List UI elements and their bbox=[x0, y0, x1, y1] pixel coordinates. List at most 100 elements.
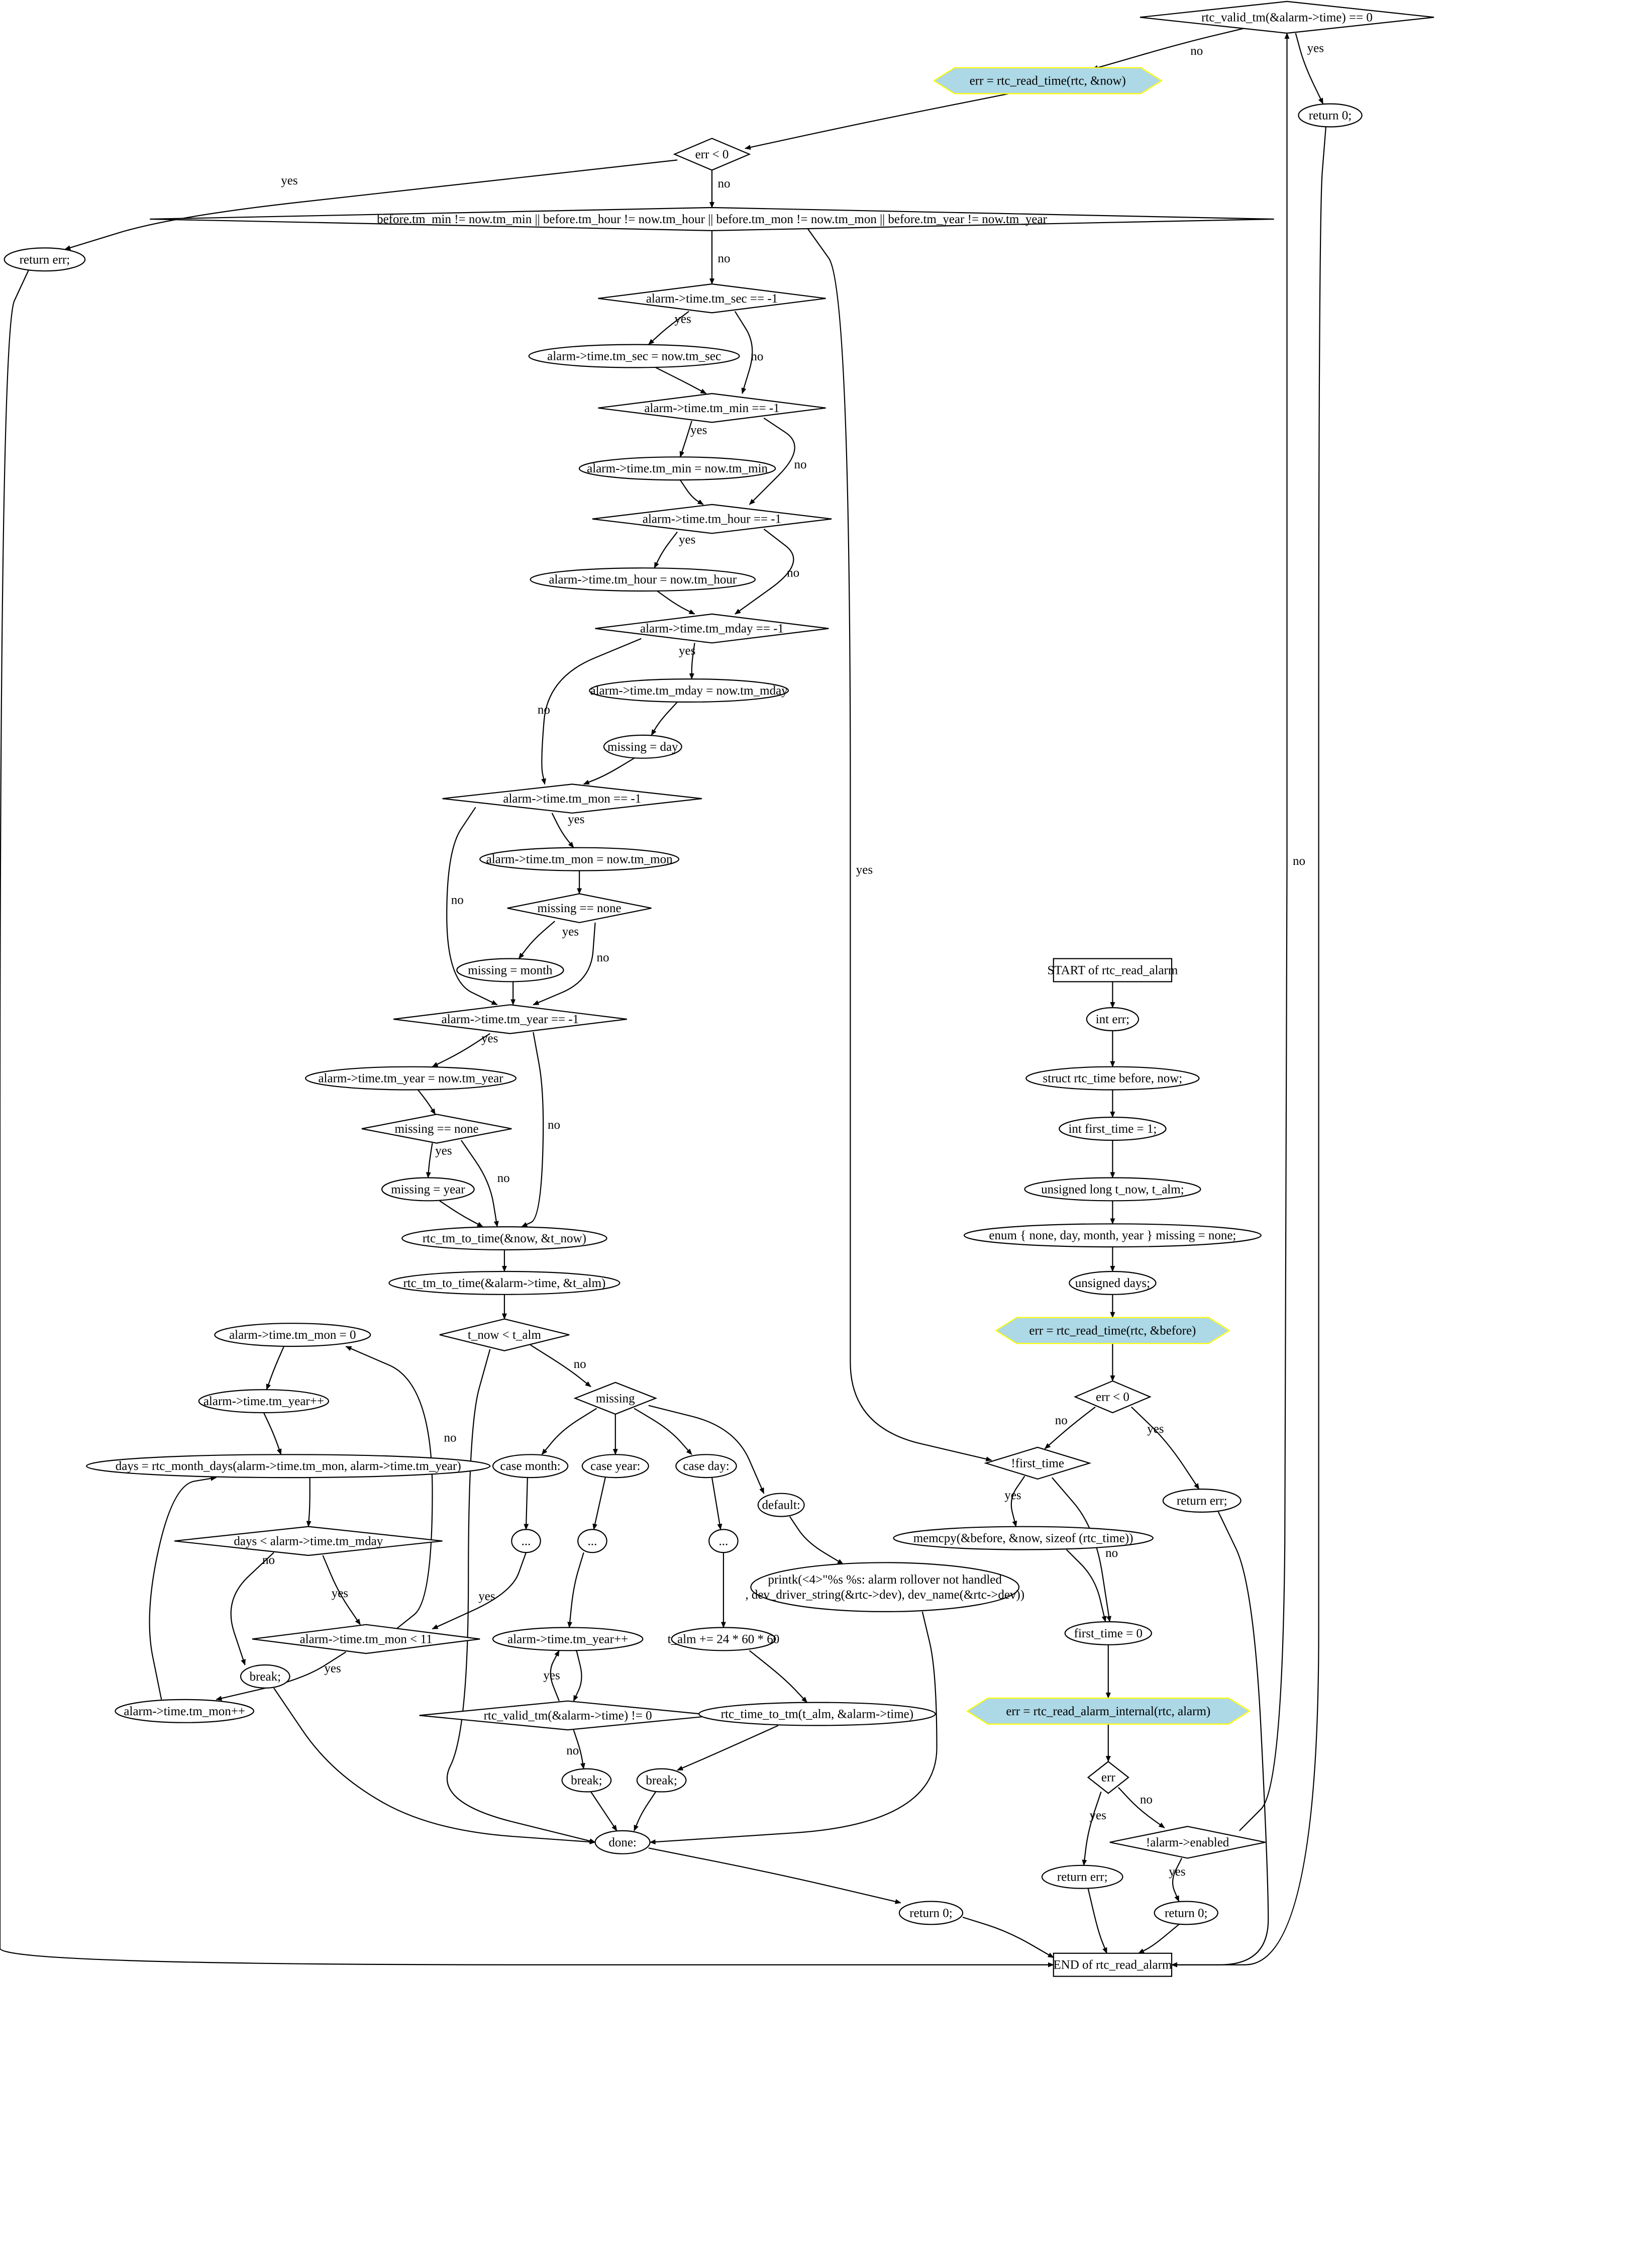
hexagon-shape bbox=[995, 1317, 1230, 1344]
node-break_c: break; bbox=[636, 1768, 687, 1793]
node-dots_year: ... bbox=[577, 1529, 607, 1553]
ellipse-shape bbox=[671, 1627, 776, 1651]
node-label: err = rtc_read_time(rtc, &now) bbox=[970, 74, 1126, 88]
edge-before_ne_now-to-not_first_time bbox=[806, 227, 992, 1462]
edge-label-yes: yes bbox=[324, 1661, 341, 1675]
ellipse-shape bbox=[581, 1454, 649, 1479]
ellipse-shape bbox=[511, 1529, 541, 1553]
node-label: alarm->time.tm_mon = 0 bbox=[229, 1328, 356, 1342]
edge-dots_year-to-year_inc_b bbox=[567, 1552, 584, 1628]
edge-label-no: no bbox=[597, 951, 609, 964]
edge-break_b-to-done bbox=[590, 1791, 617, 1831]
ellipse-shape bbox=[1069, 1270, 1157, 1295]
ellipse-shape bbox=[578, 456, 776, 481]
node-label: ... bbox=[522, 1534, 531, 1548]
edge-days_lt_mday-to-mon_lt_11 bbox=[322, 1555, 361, 1625]
node-label: first_time = 0 bbox=[1074, 1627, 1143, 1640]
diamond-shape bbox=[592, 504, 832, 534]
node-first_time_0: first_time = 0 bbox=[1064, 1621, 1152, 1645]
node-label: break; bbox=[646, 1774, 677, 1788]
diamond-shape bbox=[573, 1382, 658, 1415]
ellipse-shape bbox=[401, 1226, 607, 1251]
edge-label-yes: yes bbox=[1090, 1809, 1106, 1822]
node-label: err bbox=[1101, 1771, 1115, 1785]
diamond-shape bbox=[252, 1624, 480, 1654]
node-switch_missing: missing bbox=[573, 1382, 658, 1415]
edge-switch_missing-to-case_month bbox=[541, 1408, 597, 1455]
node-valid_tm_ne0: rtc_valid_tm(&alarm->time) != 0 bbox=[419, 1700, 716, 1731]
edge-label-no: no bbox=[451, 894, 464, 907]
edge-label-no: no bbox=[538, 703, 550, 717]
node-label: break; bbox=[250, 1670, 281, 1684]
diamond-shape bbox=[984, 1446, 1092, 1480]
node-label: unsigned long t_now, t_alm; bbox=[1041, 1183, 1184, 1196]
node-label: return 0; bbox=[909, 1906, 952, 1920]
edge-not_enabled-to-return_0_a bbox=[1172, 1857, 1183, 1902]
node-label: ... bbox=[588, 1534, 597, 1548]
node-label: rtc_tm_to_time(&alarm->time, &t_alm) bbox=[403, 1276, 605, 1290]
edge-label-no: no bbox=[548, 1118, 560, 1132]
node-label: case month: bbox=[500, 1459, 561, 1473]
edge-valid_tm_eq0-to-read_now bbox=[1092, 27, 1249, 70]
ellipse-shape bbox=[750, 1562, 1020, 1613]
node-mday_eq: alarm->time.tm_mday == -1 bbox=[595, 613, 829, 644]
node-label: missing = day bbox=[607, 740, 678, 754]
edge-not_enabled-to-valid_tm_eq0 bbox=[1239, 33, 1290, 1831]
edge-tnow_lt_talm-to-switch_missing bbox=[530, 1344, 591, 1388]
node-break_a: break; bbox=[240, 1664, 290, 1689]
node-label: case year: bbox=[590, 1459, 640, 1473]
node-label: alarm->time.tm_mon++ bbox=[124, 1705, 245, 1718]
node-return_0_a: return 0; bbox=[1154, 1901, 1218, 1925]
node-return_0_b: return 0; bbox=[1298, 103, 1363, 128]
node-label: case day: bbox=[683, 1459, 729, 1473]
ellipse-shape bbox=[530, 567, 756, 592]
node-dots_day: ... bbox=[708, 1529, 739, 1553]
edge-dots_month-to-mon_lt_11 bbox=[432, 1552, 527, 1630]
node-start: START of rtc_read_alarm bbox=[1047, 958, 1178, 982]
node-sec_eq: alarm->time.tm_sec == -1 bbox=[598, 283, 826, 314]
edge-label-yes: yes bbox=[435, 1144, 452, 1158]
node-label: return 0; bbox=[1309, 109, 1352, 123]
edge-break_a-to-done bbox=[273, 1688, 596, 1845]
node-missing_day: missing = day bbox=[603, 734, 682, 759]
node-label: alarm->time.tm_mday = now.tm_mday bbox=[590, 684, 788, 698]
edge-valid_tm_eq0-to-return_0_b bbox=[1295, 33, 1324, 105]
node-min_set: alarm->time.tm_min = now.tm_min bbox=[578, 456, 776, 481]
edge-label-yes: yes bbox=[281, 174, 297, 187]
edge-label-yes: yes bbox=[856, 863, 873, 876]
ellipse-shape bbox=[675, 1454, 737, 1479]
node-label: default: bbox=[762, 1499, 800, 1512]
node-label: alarm->time.tm_mon = now.tm_mon bbox=[486, 853, 673, 866]
node-tnow_lt_talm: t_now < t_alm bbox=[439, 1318, 570, 1351]
node-err_lt0_a: err < 0 bbox=[1073, 1380, 1152, 1414]
edge-mon_zero-to-year_inc_a bbox=[266, 1346, 285, 1391]
ellipse-shape bbox=[698, 1702, 936, 1726]
node-enum_missing: enum { none, day, month, year } missing … bbox=[963, 1223, 1262, 1248]
edge-mday_eq-to-mday_set bbox=[689, 643, 695, 679]
ellipse-shape bbox=[240, 1664, 290, 1689]
node-missing_none_a: missing == none bbox=[507, 893, 652, 923]
ellipse-shape bbox=[492, 1454, 569, 1479]
node-label: alarm->time.tm_sec = now.tm_sec bbox=[547, 350, 721, 363]
diamond-shape bbox=[598, 283, 826, 314]
edge-missing_none_a-to-year_eq bbox=[533, 922, 596, 1006]
node-label: alarm->time.tm_year == -1 bbox=[442, 1013, 579, 1026]
node-label: return err; bbox=[1057, 1871, 1108, 1884]
ellipse-shape bbox=[1162, 1489, 1242, 1513]
node-label: !first_time bbox=[1011, 1456, 1064, 1470]
edge-label-yes: yes bbox=[1169, 1865, 1185, 1879]
edge-label-no: no bbox=[262, 1553, 275, 1567]
edge-switch_missing-to-default bbox=[648, 1405, 765, 1494]
edge-label-no: no bbox=[1140, 1793, 1153, 1806]
diamond-shape bbox=[393, 1004, 627, 1034]
node-label: days < alarm->time.tm_mday bbox=[234, 1534, 383, 1548]
edge-hour_set-to-mday_eq bbox=[657, 591, 695, 615]
node-year_eq: alarm->time.tm_year == -1 bbox=[393, 1004, 627, 1034]
ellipse-shape bbox=[1041, 1864, 1123, 1889]
node-sec_set: alarm->time.tm_sec = now.tm_sec bbox=[528, 344, 740, 368]
node-label: START of rtc_read_alarm bbox=[1047, 963, 1178, 977]
edge-missing_none_b-to-tm_to_time_now bbox=[460, 1140, 499, 1227]
node-int_err: int err; bbox=[1086, 1007, 1140, 1031]
node-mon_eq: alarm->time.tm_mon == -1 bbox=[442, 783, 702, 814]
